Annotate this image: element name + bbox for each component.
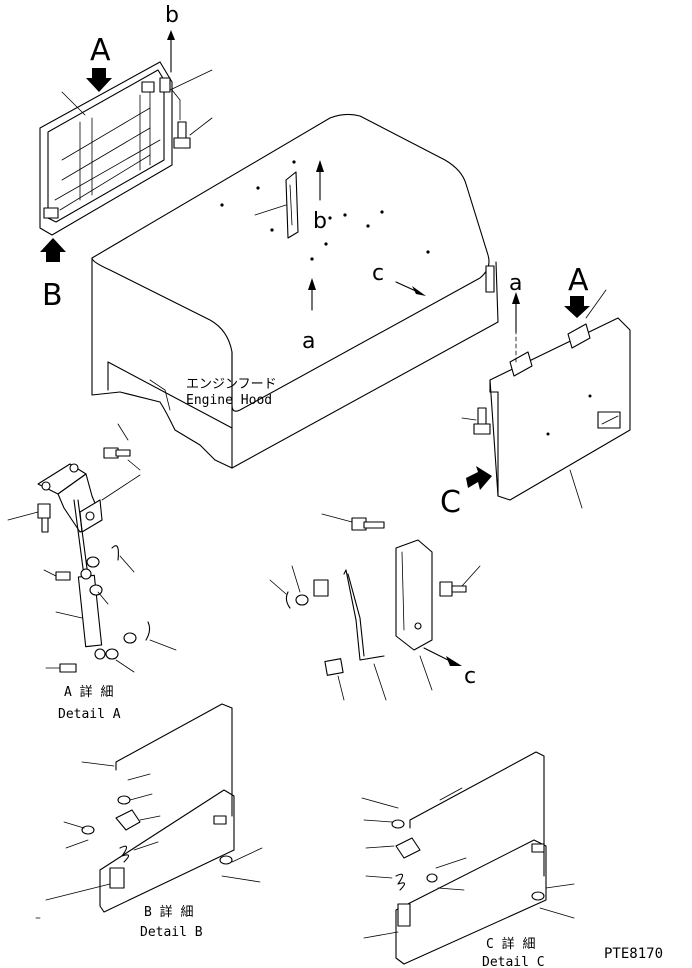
- engine-hood-label-jp: エンジンフード: [186, 377, 277, 392]
- detail-c-caption: C 詳 細 Detail C: [482, 936, 545, 968]
- detail-a-assembly: [7, 423, 177, 673]
- ref-c-arrow-center: c: [372, 261, 426, 296]
- ref-a-label-center: a: [302, 329, 315, 354]
- ref-b-arrow-top: b: [165, 3, 179, 73]
- detail-b-caption: B 詳 細 Detail B: [140, 904, 203, 940]
- view-c-arrow: C: [440, 466, 492, 520]
- ref-c-label-center: c: [372, 261, 384, 286]
- ref-c-label-detail: c: [464, 664, 476, 689]
- detail-b-assembly: [35, 703, 263, 919]
- ref-b-label-top: b: [165, 3, 179, 28]
- detail-c-caption-en: Detail C: [482, 955, 545, 968]
- view-b-label: B: [42, 278, 63, 313]
- detail-a-caption: A 詳 細 Detail A: [58, 684, 121, 722]
- view-a-arrow-top: A: [86, 33, 112, 92]
- view-b-arrow: B: [40, 238, 66, 313]
- detail-c-rod-assembly: [269, 513, 481, 701]
- ref-b-label-center: b: [313, 209, 327, 234]
- view-c-label: C: [440, 485, 461, 520]
- view-a-label: A: [90, 33, 111, 68]
- engine-hood-label: エンジンフード Engine Hood: [186, 377, 277, 408]
- ref-b-arrow-center: b: [313, 160, 327, 234]
- detail-c-assembly: [361, 751, 575, 965]
- engine-hood: [91, 113, 499, 469]
- detail-a-caption-jp: A 詳 細: [64, 684, 113, 700]
- detail-c-caption-jp: C 詳 細: [486, 936, 535, 952]
- ref-a-arrow-center: a: [302, 257, 316, 354]
- ref-a-label-right: a: [509, 271, 522, 296]
- left-side-door: [39, 61, 213, 236]
- ref-a-arrow-right: a: [509, 271, 522, 333]
- ref-c-arrow-detail: c: [423, 647, 476, 689]
- drawing-code: PTE8170: [604, 946, 663, 962]
- view-a-label-right: A: [568, 263, 589, 298]
- view-a-arrow-right: A: [564, 263, 590, 318]
- detail-b-caption-en: Detail B: [140, 925, 203, 940]
- detail-b-caption-jp: B 詳 細: [144, 904, 193, 920]
- detail-a-caption-en: Detail A: [58, 707, 121, 722]
- right-side-door: [461, 289, 631, 509]
- engine-hood-label-en: Engine Hood: [186, 393, 272, 408]
